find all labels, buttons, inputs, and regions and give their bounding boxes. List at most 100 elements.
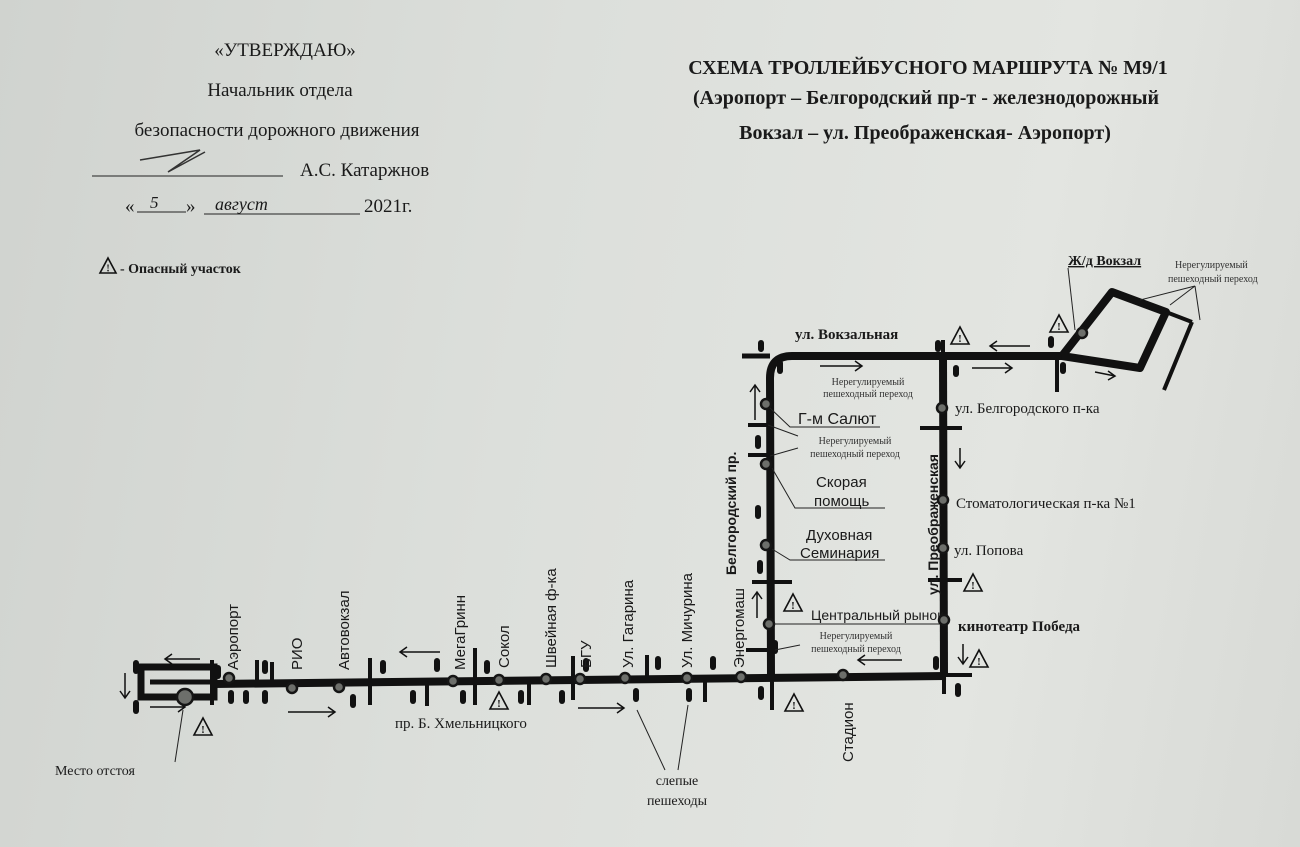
traffic-light-icon bbox=[518, 690, 524, 704]
arrow-left-icon bbox=[988, 340, 1030, 352]
stop-label-stadium: Стадион bbox=[840, 702, 857, 762]
stops-main: Аэропорт РИО Автовокзал МегаГринн Сокол … bbox=[175, 568, 857, 762]
arrow-right-icon bbox=[288, 706, 337, 718]
crossing-label-2b: пешеходный переход bbox=[810, 449, 900, 460]
svg-text:!: ! bbox=[106, 264, 109, 275]
traffic-light-icon bbox=[380, 660, 386, 674]
traffic-lights bbox=[133, 336, 1066, 714]
stop-marker bbox=[1075, 326, 1089, 340]
crossing-leaders bbox=[767, 424, 801, 651]
legend-danger-label: - Опасный участок bbox=[120, 262, 242, 277]
station-leader bbox=[1067, 267, 1076, 331]
street-belgorodsky: Белгородский пр. bbox=[723, 452, 739, 575]
traffic-light-icon bbox=[262, 690, 268, 704]
stop-marker bbox=[492, 673, 506, 687]
stop-marker bbox=[332, 680, 346, 694]
title-line-1: СХЕМА ТРОЛЛЕЙБУСНОГО МАРШРУТА № М9/1 bbox=[688, 56, 1167, 79]
traffic-light-icon bbox=[633, 688, 639, 702]
traffic-light-icon bbox=[757, 560, 763, 574]
crossing-label-1a: Нерегулируемый bbox=[832, 377, 905, 388]
danger-signs: ! ! ! ! ! ! ! ! bbox=[192, 313, 1070, 736]
stop-marker bbox=[936, 541, 950, 555]
date-month: август bbox=[215, 194, 268, 214]
warning-icon: ! bbox=[782, 592, 804, 612]
warning-icon: ! bbox=[192, 716, 214, 736]
warning-icon: ! bbox=[962, 572, 984, 592]
arrow-left-icon bbox=[163, 653, 200, 665]
stop-label-bgu: БГУ bbox=[578, 640, 595, 668]
stop-marker bbox=[759, 397, 773, 411]
cross-streets bbox=[210, 340, 1059, 710]
svg-text:!: ! bbox=[791, 600, 795, 612]
station-branch-2 bbox=[1162, 321, 1194, 391]
traffic-light-icon bbox=[686, 688, 692, 702]
stop-label-sokol: Сокол bbox=[496, 625, 513, 668]
traffic-light-icon bbox=[133, 660, 139, 674]
warning-icon: ! bbox=[949, 325, 971, 345]
arrow-right-icon bbox=[972, 362, 1014, 374]
stop-marker bbox=[936, 493, 950, 507]
arrow-up-icon bbox=[751, 590, 763, 618]
warning-icon: ! bbox=[968, 648, 990, 668]
traffic-light-icon bbox=[559, 690, 565, 704]
stops-preobrazhenskaya: ул. Белгородского п-ка Стоматологическая… bbox=[935, 401, 1136, 635]
stop-label-seminary-2: Семинария bbox=[800, 545, 879, 562]
station-branch bbox=[1165, 310, 1193, 324]
stop-marker bbox=[734, 670, 748, 684]
traffic-light-icon bbox=[243, 690, 249, 704]
arrow-right-icon bbox=[820, 360, 864, 372]
arrow-left-icon bbox=[856, 654, 902, 666]
railway-station: Ж/д Вокзал Нерегулируемый пешеходный пер… bbox=[1067, 254, 1258, 340]
stop-label-popova: ул. Попова bbox=[954, 543, 1024, 559]
svg-text:!: ! bbox=[1057, 321, 1061, 333]
blind-pedestrians-1: слепые bbox=[656, 774, 699, 789]
traffic-light-icon bbox=[935, 340, 941, 352]
arrow-down-icon bbox=[954, 448, 966, 470]
leader-lines bbox=[769, 407, 945, 625]
stop-label-bus-station: Автовокзал bbox=[336, 590, 353, 670]
date-quote-open: « bbox=[125, 196, 135, 217]
stop-label-central-market: Центральный рынок bbox=[811, 607, 944, 623]
legend: ! - Опасный участок bbox=[98, 256, 242, 277]
warning-icon: ! bbox=[98, 256, 118, 275]
arrow-down-icon bbox=[119, 673, 131, 700]
traffic-light-icon bbox=[583, 658, 589, 672]
date-day: 5 bbox=[150, 193, 159, 212]
traffic-light-icon bbox=[710, 656, 716, 670]
warning-icon: ! bbox=[488, 690, 510, 710]
svg-text:!: ! bbox=[792, 700, 796, 712]
stop-label-ambulance-1: Скорая bbox=[816, 474, 867, 491]
traffic-light-icon bbox=[484, 660, 490, 674]
approval-position-2: безопасности дорожного движения bbox=[134, 120, 419, 141]
svg-text:!: ! bbox=[497, 698, 501, 710]
traffic-light-icon bbox=[772, 640, 778, 654]
date-year: 2021г. bbox=[364, 196, 412, 217]
svg-text:!: ! bbox=[201, 724, 205, 736]
traffic-light-icon bbox=[410, 690, 416, 704]
traffic-light-icon bbox=[655, 656, 661, 670]
stop-marker bbox=[285, 681, 299, 695]
stop-label-salut: Г-м Салют bbox=[798, 411, 877, 428]
stop-marker bbox=[573, 672, 587, 686]
stop-label-belgorod-regiment: ул. Белгородского п-ка bbox=[955, 401, 1100, 417]
crossing-label-3a: Нерегулируемый bbox=[820, 631, 893, 642]
blind-pedestrians-2: пешеходы bbox=[647, 794, 708, 809]
depot-leader bbox=[174, 709, 184, 763]
street-preobrazhenskaya: ул. Преображенская bbox=[925, 454, 941, 595]
signatory-name: А.С. Катаржнов bbox=[300, 160, 429, 181]
stop-marker bbox=[446, 674, 460, 688]
stop-label-energomash: Энергомаш bbox=[731, 588, 748, 668]
stop-label-pobeda-cinema: кинотеатр Победа bbox=[958, 619, 1081, 635]
traffic-light-icon bbox=[1048, 336, 1054, 348]
stop-label-ambulance-2: помощь bbox=[814, 493, 869, 510]
station-crossing-line-2: пешеходный переход bbox=[1168, 274, 1258, 285]
stop-label-megagrinn: МегаГринн bbox=[452, 595, 469, 670]
street-vokzalnaya: ул. Вокзальная bbox=[795, 327, 898, 343]
station-label: Ж/д Вокзал bbox=[1068, 254, 1141, 269]
stop-marker bbox=[759, 538, 773, 552]
traffic-light-icon bbox=[953, 365, 959, 377]
traffic-light-icon bbox=[434, 658, 440, 672]
stop-label-airport: Аэропорт bbox=[225, 604, 242, 670]
stop-marker bbox=[539, 672, 553, 686]
